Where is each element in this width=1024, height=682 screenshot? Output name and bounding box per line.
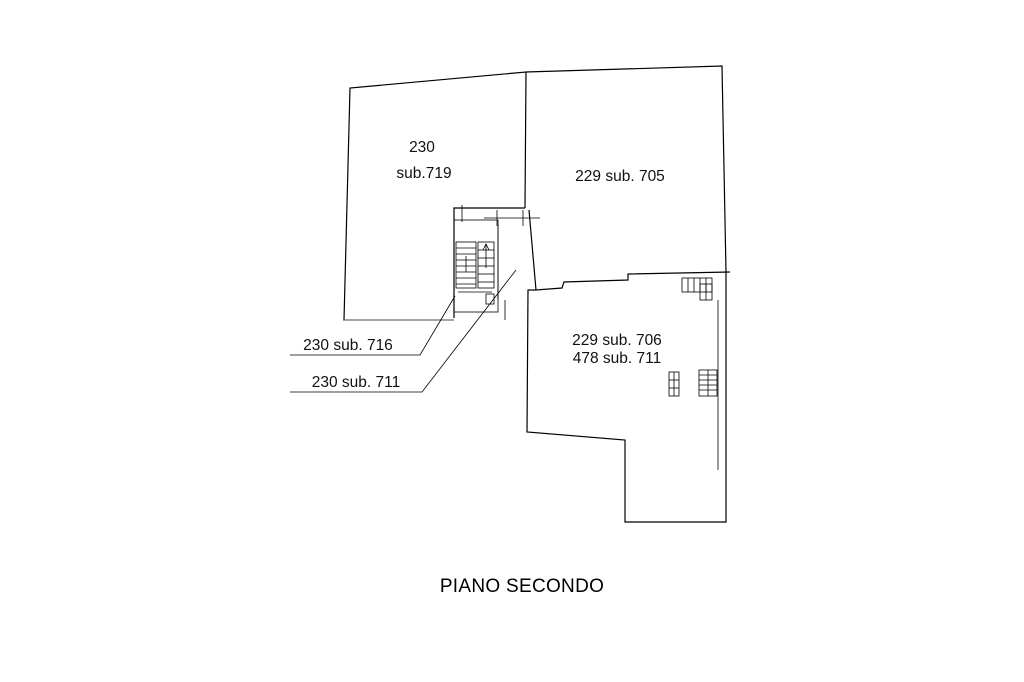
unit-230-sub-719-outline xyxy=(343,71,527,321)
unit-229-sub-706-outline xyxy=(526,272,727,523)
leader-line-sub-711 xyxy=(290,269,517,393)
stair-symbol-right xyxy=(698,369,718,397)
unit-230-719-number: 230 xyxy=(409,139,435,156)
unit-478-711-label: 478 sub. 711 xyxy=(573,350,661,367)
unit-229-706-label: 229 sub. 706 xyxy=(572,332,662,349)
stair-symbol-left xyxy=(668,371,680,397)
leader-line-sub-716 xyxy=(290,295,456,356)
callout-230-sub-711: 230 sub. 711 xyxy=(312,374,400,391)
staircase-core xyxy=(453,205,540,320)
floor-title: PIANO SECONDO xyxy=(440,576,604,597)
stair-treads xyxy=(455,241,495,305)
callout-230-sub-716: 230 sub. 716 xyxy=(303,337,393,354)
unit-229-705-label: 229 sub. 705 xyxy=(575,168,665,185)
unit-230-719-sub: sub.719 xyxy=(396,165,451,182)
stair-symbol-top-right xyxy=(681,277,713,301)
